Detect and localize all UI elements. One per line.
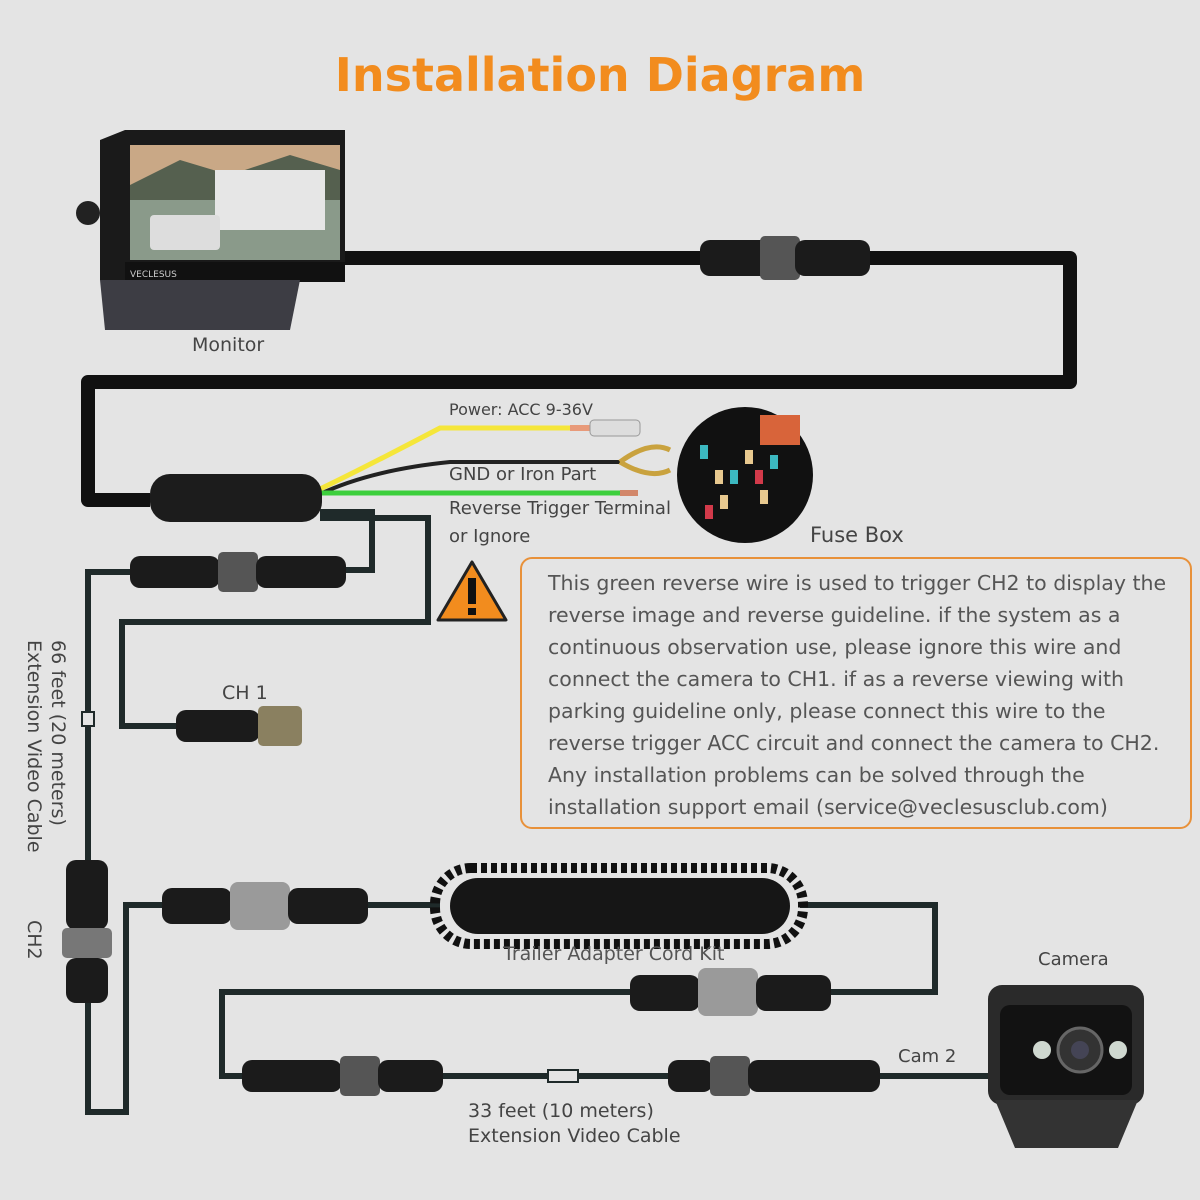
monitor: VECLESUS xyxy=(76,130,345,330)
splitter-box xyxy=(150,474,322,522)
ext33-label-2: Extension Video Cable xyxy=(468,1125,681,1147)
connector-ch-splitter xyxy=(130,552,346,592)
trailer-plug-1 xyxy=(162,882,368,930)
ext66-label-2: Extension Video Cable xyxy=(23,640,45,853)
ch2-label: CH2 xyxy=(23,920,45,960)
monitor-brand: VECLESUS xyxy=(130,270,177,280)
ext33-label-1: 33 feet (10 meters) xyxy=(468,1100,654,1122)
coiled-cable xyxy=(430,863,808,949)
camera-label: Camera xyxy=(1038,949,1109,970)
warning-icon xyxy=(436,560,508,622)
monitor-cable xyxy=(81,251,1077,507)
power-terminal xyxy=(589,419,641,437)
gnd-label: GND or Iron Part xyxy=(449,464,597,485)
connector-ch1 xyxy=(176,706,302,746)
ground-fork-terminal xyxy=(618,444,672,477)
cam2-label: Cam 2 xyxy=(898,1046,957,1067)
reverse-label-2: or Ignore xyxy=(449,526,531,547)
reverse-wire-note: This green reverse wire is used to trigg… xyxy=(520,557,1192,829)
extension-cable-66ft xyxy=(85,569,165,1115)
power-wire xyxy=(316,425,570,493)
power-label: Power: ACC 9-36V xyxy=(449,400,593,419)
ext66-label-1: 66 feet (20 meters) xyxy=(47,640,69,826)
connector-33ft-end xyxy=(668,1056,880,1096)
connector-monitor-cable xyxy=(700,236,870,280)
camera xyxy=(988,985,1144,1148)
ch1-label: CH 1 xyxy=(222,682,268,704)
connector-33ft-start xyxy=(242,1056,443,1096)
trailer-plug-2 xyxy=(630,968,831,1016)
reverse-label-1: Reverse Trigger Terminal xyxy=(449,498,671,519)
fuse-box-label: Fuse Box xyxy=(810,523,904,547)
connector-ch2 xyxy=(62,860,112,1003)
page-title: Installation Diagram xyxy=(334,48,866,102)
monitor-label: Monitor xyxy=(192,334,265,356)
fuse-box xyxy=(677,407,813,543)
trailer-label: Trailer Adapter Cord Kit xyxy=(503,943,725,965)
ground-wire xyxy=(317,460,620,497)
